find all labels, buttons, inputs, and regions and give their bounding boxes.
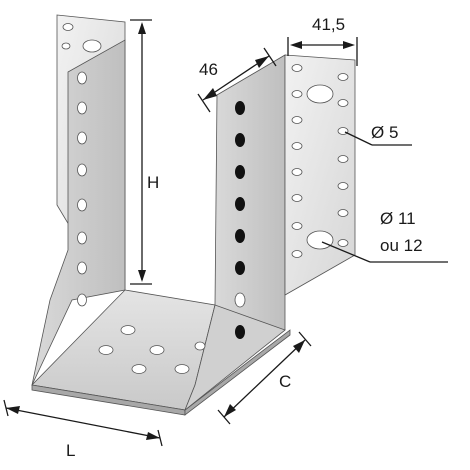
through-hole [235,325,245,339]
hole [291,250,303,258]
hole [77,101,87,115]
hole [291,142,303,150]
through-hole [235,101,245,115]
hole [77,261,87,275]
small-hole-leader [344,131,412,146]
large-hole-leader [321,241,448,263]
hole [62,23,74,31]
hole [337,155,349,163]
hole [61,42,71,50]
depth-label: C [279,372,291,391]
hole [77,71,87,85]
small-hole-label: Ø 5 [371,123,398,142]
right-front-edge [184,329,291,416]
right-wing-plate [284,54,356,296]
wing-width-label: 41,5 [312,15,345,34]
hole [337,127,349,135]
through-hole [235,165,245,179]
hole [77,231,87,245]
hole [174,364,190,374]
hole [77,163,87,177]
large-hole [306,230,334,250]
dimension-h [130,19,152,285]
through-hole [235,261,245,275]
right-wing-holes [291,64,349,258]
left-side-panel [31,39,126,386]
hole [98,345,114,355]
length-label: L [66,441,75,460]
left-wing-holes [61,23,102,307]
through-hole [235,133,245,147]
hole [337,239,349,247]
hole [77,131,87,145]
hole [291,116,303,124]
hole [194,341,206,351]
hole [291,64,303,72]
hole [291,90,303,98]
dimension-46 [197,47,277,113]
large-hole [82,39,102,53]
right-panel-holes [234,101,246,339]
hole [77,293,87,307]
hole [337,209,349,217]
hole [120,325,136,335]
flange-width-label: 46 [199,60,218,79]
hole [291,194,303,202]
dimension-41-5 [287,37,358,66]
through-hole [235,197,245,211]
hole [337,182,349,190]
hole [291,222,303,230]
large-hole [306,84,334,104]
large-hole-label-line2: ou 12 [380,236,423,255]
hole [131,364,147,374]
hole [291,168,303,176]
right-panel-lower [184,304,286,412]
dimension-c [217,331,312,425]
hole [337,73,349,81]
hole [77,198,87,212]
dimension-l [3,399,163,447]
height-label: H [147,173,159,192]
base-holes [98,325,206,374]
hole [149,345,165,355]
hole [337,99,349,107]
hole [234,292,246,308]
large-hole-label-line1: Ø 11 [380,209,416,228]
through-hole [235,229,245,243]
